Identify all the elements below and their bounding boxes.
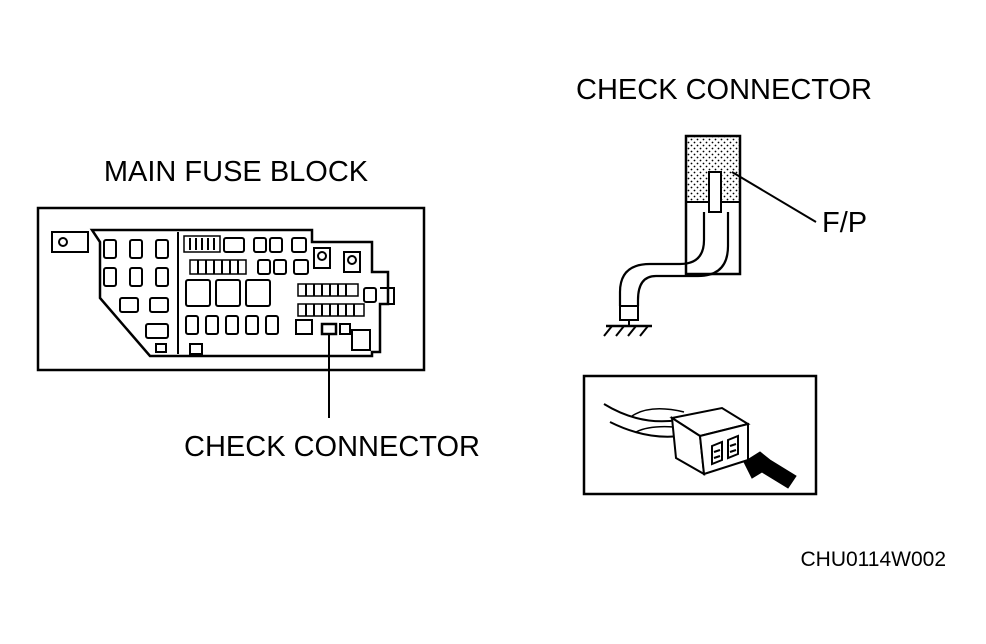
figure-code: CHU0114W002 (800, 548, 946, 571)
fp-terminal-label: F/P (822, 207, 867, 239)
insertion-arrow (743, 451, 797, 489)
fp-leader-line (731, 171, 817, 223)
mounting-tab (51, 231, 89, 253)
check-connector-photo (582, 374, 818, 496)
check-connector-label-fuse-block: CHECK CONNECTOR (184, 431, 480, 463)
check-connector-detail-title: CHECK CONNECTOR (576, 74, 872, 106)
check-connector-location (320, 322, 338, 336)
main-fuse-block-illustration (36, 206, 426, 372)
main-fuse-block-title: MAIN FUSE BLOCK (104, 156, 369, 188)
left-fuse-cavities (103, 239, 169, 353)
check-connector-terminal-illustration (603, 134, 742, 337)
fuse-block-frame (36, 206, 426, 372)
right-fuse-cavities (183, 235, 377, 355)
photo-frame (582, 374, 818, 496)
